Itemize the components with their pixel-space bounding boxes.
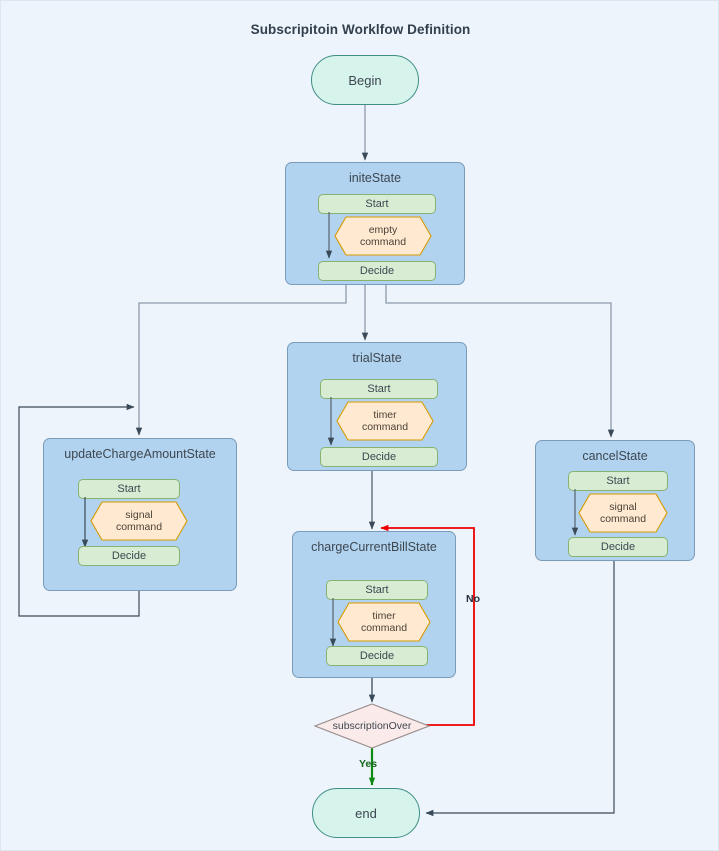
state-trialstate-command[interactable]: timer command (336, 401, 434, 441)
edge-label-yes: Yes (359, 758, 378, 770)
state-updatechargeamountstate-start[interactable]: Start (78, 479, 180, 499)
state-cancelstate-title: cancelState (582, 449, 648, 463)
state-cancelstate-start[interactable]: Start (568, 471, 668, 491)
state-updatechargeamountstate-decide[interactable]: Decide (78, 546, 180, 566)
state-updatechargeamountstate-internal-arrow (81, 497, 89, 548)
state-trialstate-command-label: timer command (361, 409, 409, 433)
state-initestate[interactable]: initeState Start empty command Decide (285, 162, 465, 285)
state-trialstate-start[interactable]: Start (320, 379, 438, 399)
state-trialstate-decide[interactable]: Decide (320, 447, 438, 467)
state-updatechargeamountstate[interactable]: updateChargeAmountState Start signal com… (43, 438, 237, 591)
decide-label: Decide (600, 541, 636, 553)
decide-label: Decide (111, 550, 147, 562)
state-initestate-start[interactable]: Start (318, 194, 436, 214)
state-chargecurrentbillstate-command-label: timer command (360, 610, 408, 634)
state-chargecurrentbillstate-command[interactable]: timer command (337, 602, 431, 642)
terminator-end-label: end (355, 805, 377, 821)
start-label: Start (367, 383, 391, 395)
edge-label-no: No (466, 593, 480, 605)
state-chargecurrentbillstate[interactable]: chargeCurrentBillState Start timer comma… (292, 531, 456, 678)
decide-label: Decide (359, 265, 395, 277)
state-chargecurrentbillstate-start[interactable]: Start (326, 580, 428, 600)
state-cancelstate-command-label: signal command (599, 501, 647, 525)
state-updatechargeamountstate-command[interactable]: signal command (90, 501, 188, 541)
state-trialstate-internal-arrow (327, 397, 335, 446)
terminator-begin[interactable]: Begin (311, 55, 419, 105)
terminator-end[interactable]: end (312, 788, 420, 838)
state-chargecurrentbillstate-internal-arrow (329, 598, 337, 647)
terminator-begin-label: Begin (348, 72, 382, 88)
state-initestate-command[interactable]: empty command (334, 216, 432, 256)
state-cancelstate-command[interactable]: signal command (578, 493, 668, 533)
state-chargecurrentbillstate-decide[interactable]: Decide (326, 646, 428, 666)
start-label: Start (117, 483, 141, 495)
state-initestate-command-label: empty command (359, 224, 407, 248)
decide-label: Decide (361, 451, 397, 463)
decision-subscriptionover-label: subscriptionOver (332, 720, 412, 732)
state-updatechargeamountstate-command-label: signal command (115, 509, 163, 533)
state-initestate-internal-arrow (325, 212, 333, 259)
state-initestate-title: initeState (348, 171, 402, 185)
state-trialstate[interactable]: trialState Start timer command Decide (287, 342, 467, 471)
start-label: Start (365, 584, 389, 596)
start-label: Start (365, 198, 389, 210)
decide-label: Decide (359, 650, 395, 662)
decision-subscriptionover[interactable]: subscriptionOver (314, 703, 430, 749)
state-cancelstate[interactable]: cancelState Start signal command Decide (535, 440, 695, 561)
state-cancelstate-decide[interactable]: Decide (568, 537, 668, 557)
start-label: Start (606, 475, 630, 487)
page-title: Subscripitoin Worklfow Definition (250, 22, 471, 37)
state-updatechargeamountstate-title: updateChargeAmountState (64, 447, 216, 461)
state-initestate-decide[interactable]: Decide (318, 261, 436, 281)
state-chargecurrentbillstate-title: chargeCurrentBillState (311, 540, 437, 554)
state-trialstate-title: trialState (352, 351, 402, 365)
state-cancelstate-internal-arrow (571, 489, 579, 536)
